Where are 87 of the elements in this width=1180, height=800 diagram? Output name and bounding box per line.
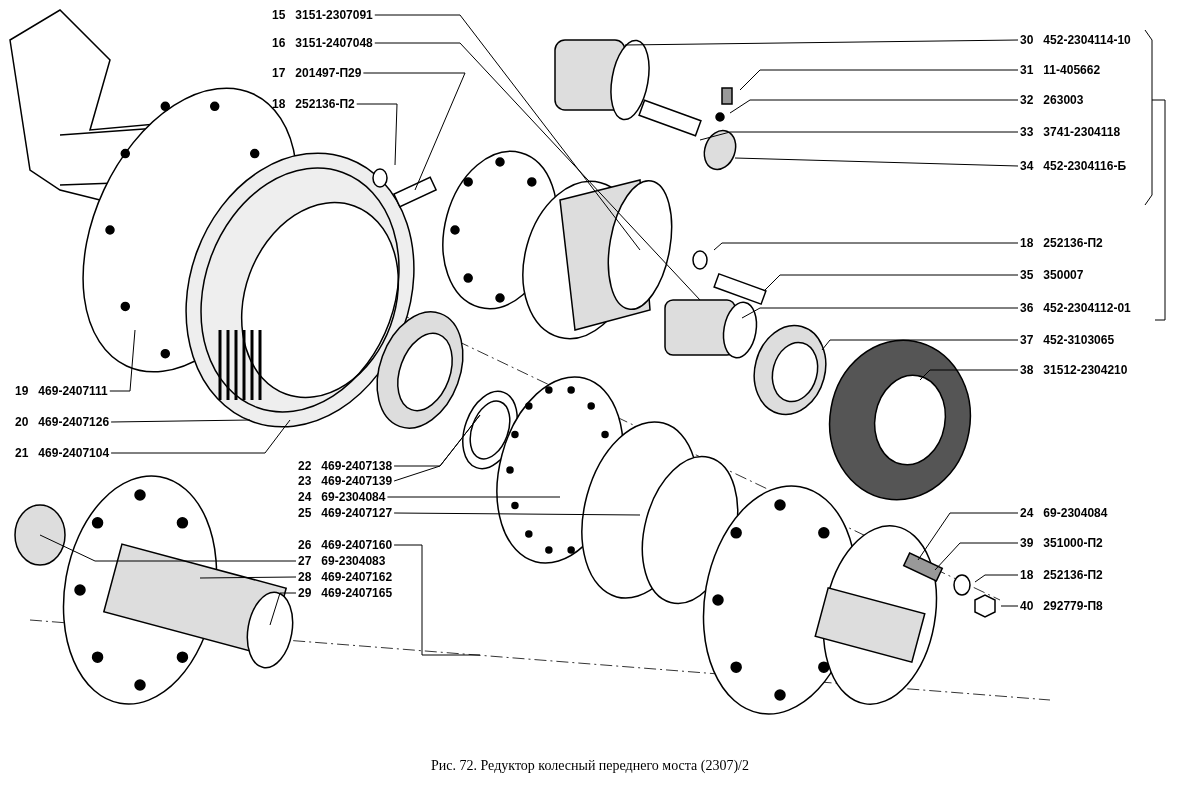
callout-number: 24	[1020, 506, 1034, 520]
leader-line	[974, 574, 1019, 583]
part-number: 452-2304116-Б	[1043, 159, 1127, 173]
part-number: 469-2407139	[321, 474, 393, 488]
part-number: 263003	[1043, 93, 1084, 107]
part-number: 252136-П2	[1043, 236, 1103, 250]
leader-line	[821, 339, 1019, 351]
part-number: 469-2407165	[321, 586, 393, 600]
callout-number: 22	[298, 459, 312, 473]
part-number: 3151-2307091	[295, 8, 373, 22]
leader-line	[741, 307, 1019, 319]
callout-number: 31	[1020, 63, 1034, 77]
leader-line	[713, 242, 1019, 251]
leader-line	[374, 14, 641, 251]
part-number: 252136-П2	[295, 97, 355, 111]
part-number: 469-2407126	[38, 415, 110, 429]
callout-number: 15	[272, 8, 286, 22]
part-number: 469-2407127	[321, 506, 393, 520]
part-number: 31512-2304210	[1043, 363, 1128, 377]
part-number: 469-2407111	[38, 384, 108, 398]
callout-number: 33	[1020, 125, 1034, 139]
part-number: 252136-П2	[1043, 568, 1103, 582]
leader-line	[699, 131, 1019, 141]
callout-number: 28	[298, 570, 312, 584]
leader-line	[393, 512, 641, 516]
callout-number: 27	[298, 554, 312, 568]
leader-line	[109, 329, 136, 392]
callout-number: 20	[15, 415, 29, 429]
callout-number: 23	[298, 474, 312, 488]
part-number: 452-2304114-10	[1043, 33, 1131, 47]
leader-line	[199, 576, 297, 579]
callout-number: 32	[1020, 93, 1034, 107]
callout-number: 34	[1020, 159, 1034, 173]
part-number: 3741-2304118	[1043, 125, 1121, 139]
callout-number: 30	[1020, 33, 1034, 47]
leader-line	[393, 544, 481, 656]
part-number: 452-3103065	[1043, 333, 1115, 347]
leader-line	[110, 419, 291, 454]
callout-number: 16	[272, 36, 286, 50]
leader-line	[764, 274, 1019, 291]
callout-number: 39	[1020, 536, 1034, 550]
callout-number: 37	[1020, 333, 1034, 347]
part-number: 469-2407138	[321, 459, 393, 473]
part-number: 3151-2407048	[295, 36, 373, 50]
leader-line	[734, 157, 1019, 167]
leader-line	[1000, 605, 1019, 607]
callout-number: 36	[1020, 301, 1034, 315]
callout-number: 21	[15, 446, 29, 460]
callout-number: 25	[298, 506, 312, 520]
leader-line	[919, 369, 1019, 381]
leader-line	[356, 103, 398, 166]
part-number: 11-405662	[1043, 63, 1101, 77]
leader-line	[934, 542, 1019, 571]
part-number: 469-2407162	[321, 570, 393, 584]
callout-number: 24	[298, 490, 312, 504]
leader-line	[624, 39, 1019, 46]
leader-line	[374, 42, 701, 301]
part-number: 69-2304084	[321, 490, 386, 504]
callout-number: 29	[298, 586, 312, 600]
callout-number: 19	[15, 384, 29, 398]
part-number: 69-2304083	[321, 554, 386, 568]
leader-line	[386, 496, 561, 498]
callout-number: 38	[1020, 363, 1034, 377]
part-number: 201497-П29	[295, 66, 362, 80]
part-number: 351000-П2	[1043, 536, 1103, 550]
part-number: 452-2304112-01	[1043, 301, 1131, 315]
part-number: 292779-П8	[1043, 599, 1103, 613]
callout-number: 35	[1020, 268, 1034, 282]
callout-number: 18	[1020, 568, 1034, 582]
leader-line	[729, 99, 1019, 114]
leader-line	[393, 414, 481, 482]
leader-line	[39, 534, 297, 562]
callout-number: 18	[1020, 236, 1034, 250]
part-number: 469-2407104	[38, 446, 110, 460]
callout-number: 18	[272, 97, 286, 111]
leader-line	[362, 72, 466, 191]
leader-line	[110, 419, 251, 423]
part-number: 469-2407160	[321, 538, 393, 552]
leader-line	[739, 69, 1019, 91]
part-number: 350007	[1043, 268, 1084, 282]
callout-number: 40	[1020, 599, 1034, 613]
callout-number: 26	[298, 538, 312, 552]
callout-number: 17	[272, 66, 286, 80]
part-number: 69-2304084	[1043, 506, 1108, 520]
figure-caption: Рис. 72. Редуктор колесный переднего моста (2307)/2	[431, 758, 749, 774]
leader-line	[917, 512, 1019, 561]
leader-line	[269, 592, 297, 626]
